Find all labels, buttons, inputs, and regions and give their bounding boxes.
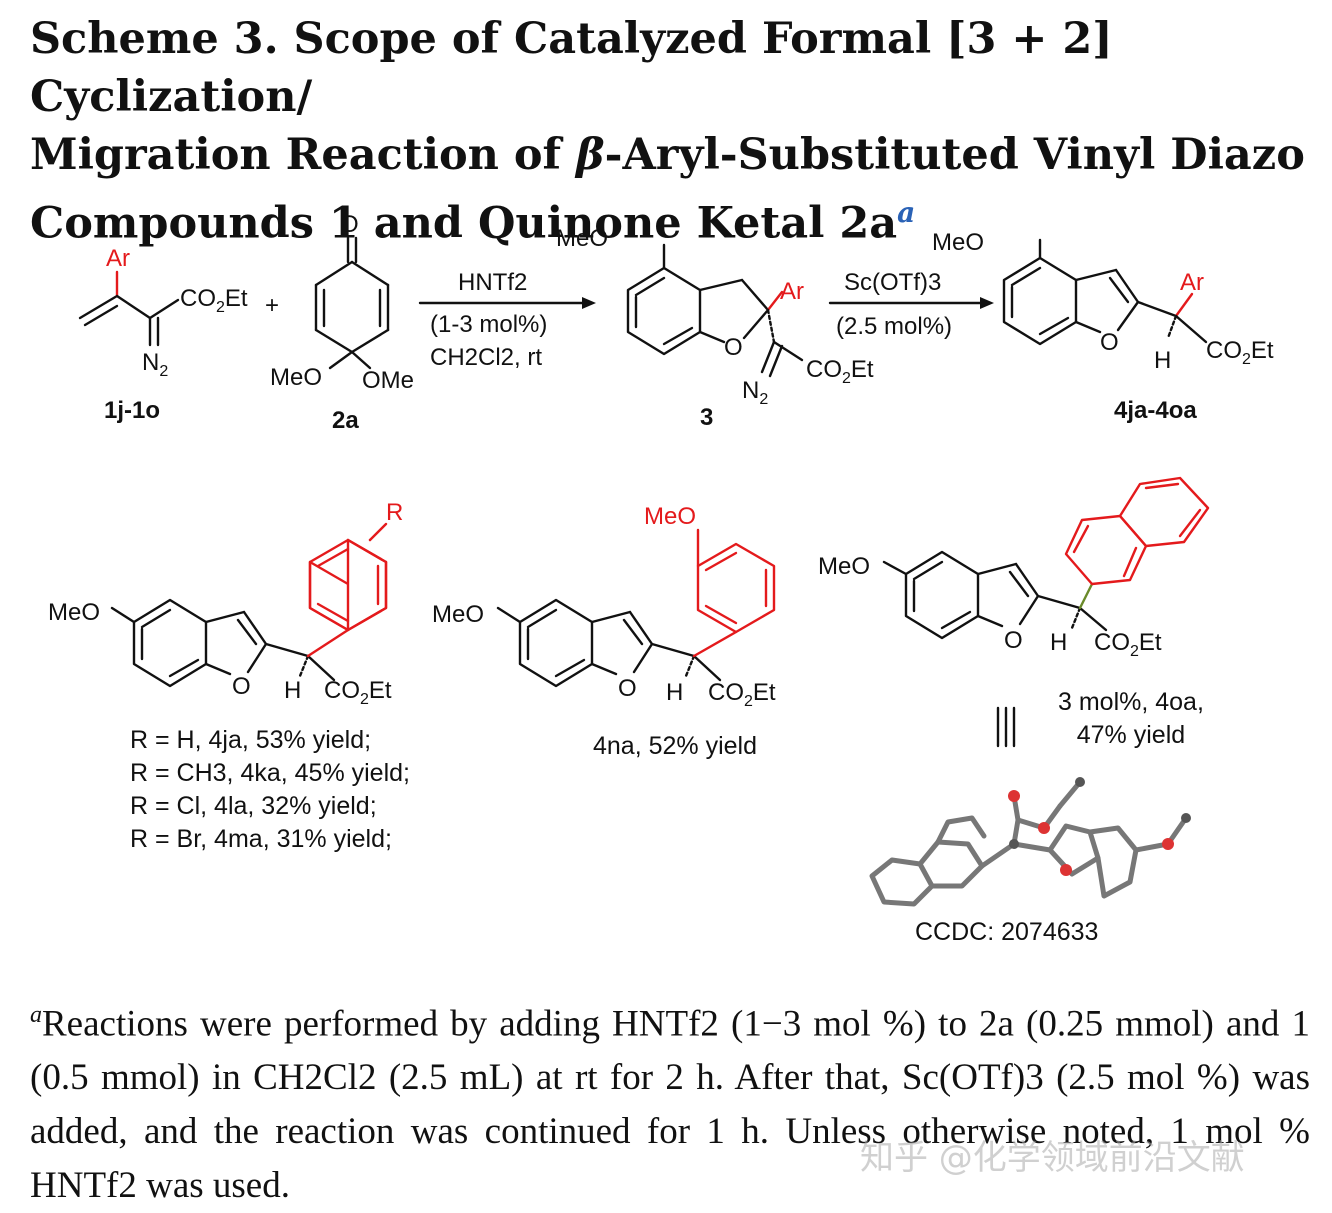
product-4oa-caption: 3 mol%, 4oa, 47% yield <box>1058 686 1204 752</box>
svg-text:MeO: MeO <box>270 364 322 391</box>
reagent-2-label: 2a <box>332 407 359 434</box>
svg-text:O: O <box>232 673 251 700</box>
svg-text:O: O <box>1100 329 1119 356</box>
title-line-2-post: -Aryl-Substituted Vinyl Diazo <box>604 130 1305 180</box>
quinone-ketal-structure: O MeO OMe <box>270 211 414 394</box>
product-4ja-structure: MeO O H CO2Et R <box>48 499 403 708</box>
svg-text:CO2Et: CO2Et <box>1206 337 1274 368</box>
title-beta: β <box>576 130 605 180</box>
svg-text:MeO: MeO <box>932 229 984 256</box>
svg-text:Ar: Ar <box>1180 269 1204 296</box>
dihydrobenzofuran-structure: MeO O Ar CO2Et N2 <box>556 225 874 408</box>
caption-line-4ka: R = CH3, 4ka, 45% yield; <box>130 759 410 787</box>
svg-text:O: O <box>1004 627 1023 654</box>
svg-text:O: O <box>340 211 359 238</box>
product-4na-structure: MeO O H CO2Et MeO <box>432 503 776 710</box>
svg-text:R: R <box>386 499 403 526</box>
identity-symbol <box>996 706 1016 748</box>
scheme-title: Scheme 3. Scope of Catalyzed Formal [3 +… <box>30 10 1320 252</box>
product-4na-caption: 4na, 52% yield <box>593 732 758 760</box>
svg-text:H: H <box>1154 347 1171 374</box>
caption-line-4la: R = Cl, 4la, 32% yield; <box>130 792 377 820</box>
svg-text:MeO: MeO <box>48 599 100 626</box>
svg-text:CO2Et: CO2Et <box>806 356 874 387</box>
svg-text:MeO: MeO <box>432 601 484 628</box>
vinyl-diazo-structure: Ar CO2Et N2 <box>78 245 248 380</box>
arrow-2-reagent: Sc(OTf)3 <box>844 269 941 296</box>
arrow-1-solvent: CH2Cl2, rt <box>430 344 542 371</box>
svg-text:Ar: Ar <box>780 278 804 305</box>
footnote-text: Reactions were performed by adding HNTf2… <box>30 1003 1310 1207</box>
footnote-mark: a <box>30 1002 42 1028</box>
intermediate-label: 3 <box>700 404 713 431</box>
reagent-1-label: 1j-1o <box>104 397 160 424</box>
caption-line-4ma: R = Br, 4ma, 31% yield; <box>130 825 392 853</box>
svg-text:OMe: OMe <box>362 367 414 394</box>
product-4oa-structure: MeO O H CO2Et <box>818 476 1210 660</box>
svg-text:H: H <box>284 677 301 704</box>
caption-line-4ja: R = H, 4ja, 53% yield; <box>130 726 372 754</box>
caption-4oa-line-1: 3 mol%, 4oa, <box>1058 688 1204 716</box>
scheme-footnote: aReactions were performed by adding HNTf… <box>30 988 1310 1213</box>
ccdc-number: CCDC: 2074633 <box>915 918 1099 946</box>
svg-text:MeO: MeO <box>556 225 608 252</box>
svg-text:CO2Et: CO2Et <box>708 679 776 710</box>
benzofuran-product-structure: MeO O Ar H CO2Et <box>932 229 1274 374</box>
product-4ja-4ma-caption: R = H, 4ja, 53% yield; R = CH3, 4ka, 45%… <box>130 724 410 856</box>
svg-text:N2: N2 <box>742 377 768 408</box>
svg-text:CO2Et: CO2Et <box>1094 629 1162 660</box>
crystal-structure-image <box>869 777 1191 907</box>
plus-sign: + <box>265 292 279 319</box>
svg-text:MeO: MeO <box>644 503 696 530</box>
svg-text:H: H <box>1050 629 1067 656</box>
svg-text:H: H <box>666 679 683 706</box>
arrow-2-loading: (2.5 mol%) <box>836 313 952 340</box>
title-footnote-mark: a <box>897 196 916 229</box>
title-line-1: Scheme 3. Scope of Catalyzed Formal [3 +… <box>30 14 1113 122</box>
svg-text:CO2Et: CO2Et <box>180 285 248 316</box>
caption-4oa-line-2: 47% yield <box>1076 721 1186 749</box>
reaction-arrow-2 <box>828 297 994 309</box>
title-line-3: Compounds 1 and Quinone Ketal 2aa <box>30 184 1320 252</box>
title-line-2: Migration Reaction of β-Aryl-Substituted… <box>30 126 1320 184</box>
product-label: 4ja-4oa <box>1114 397 1197 424</box>
svg-text:Ar: Ar <box>106 245 130 272</box>
watermark: 知乎 @化学领域前沿文献 <box>860 1138 1245 1178</box>
svg-text:O: O <box>724 334 743 361</box>
title-line-3-text: Compounds 1 and Quinone Ketal 2a <box>30 198 898 249</box>
title-line-2-pre: Migration Reaction of <box>30 130 577 180</box>
reaction-arrow-1 <box>418 297 596 309</box>
svg-text:O: O <box>618 675 637 702</box>
svg-text:MeO: MeO <box>818 553 870 580</box>
arrow-1-reagent: HNTf2 <box>458 269 527 296</box>
svg-text:CO2Et: CO2Et <box>324 677 392 708</box>
svg-text:N2: N2 <box>142 349 168 380</box>
arrow-1-loading: (1-3 mol%) <box>430 311 547 338</box>
